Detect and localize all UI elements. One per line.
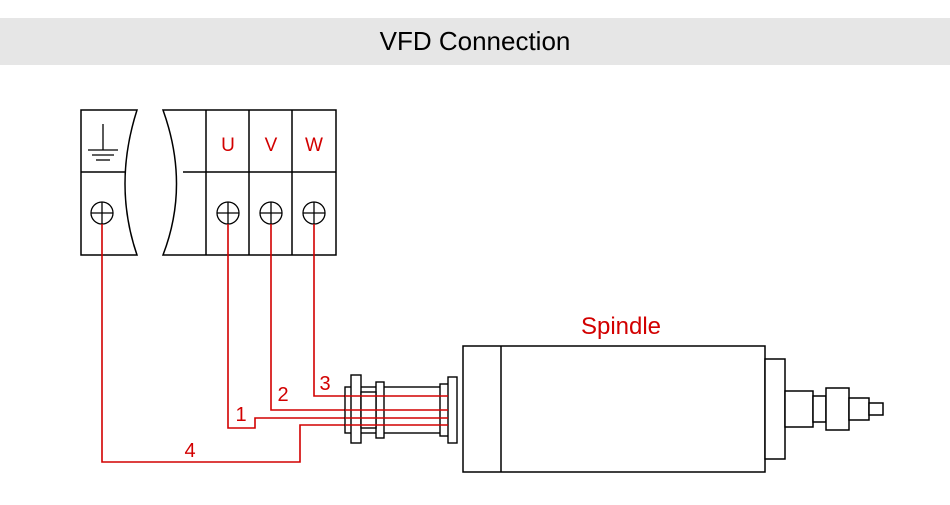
screw-terminal-icon (90, 201, 114, 225)
terminal-u-label: U (221, 135, 235, 156)
screw-terminal-icon (259, 201, 283, 225)
wire-4-label: 4 (184, 440, 195, 462)
screw-terminal-icon (216, 201, 240, 225)
wire-3-label: 3 (319, 373, 330, 395)
wire-2-label: 2 (277, 384, 288, 406)
screw-terminal-icon (302, 201, 326, 225)
terminal-v-label: V (265, 135, 278, 156)
page-title: VFD Connection (379, 26, 571, 56)
terminal-w-label: W (305, 135, 323, 156)
wire-1 (227, 224, 445, 429)
wire-1-label: 1 (235, 404, 246, 426)
ground-terminal-block (80, 109, 139, 256)
spindle-label: Spindle (581, 313, 661, 340)
title-bar: VFD Connection (0, 18, 950, 65)
spindle-body (462, 345, 884, 473)
uvw-terminal-block (161, 109, 337, 256)
ground-icon (88, 124, 118, 161)
cable-connector (344, 374, 458, 444)
